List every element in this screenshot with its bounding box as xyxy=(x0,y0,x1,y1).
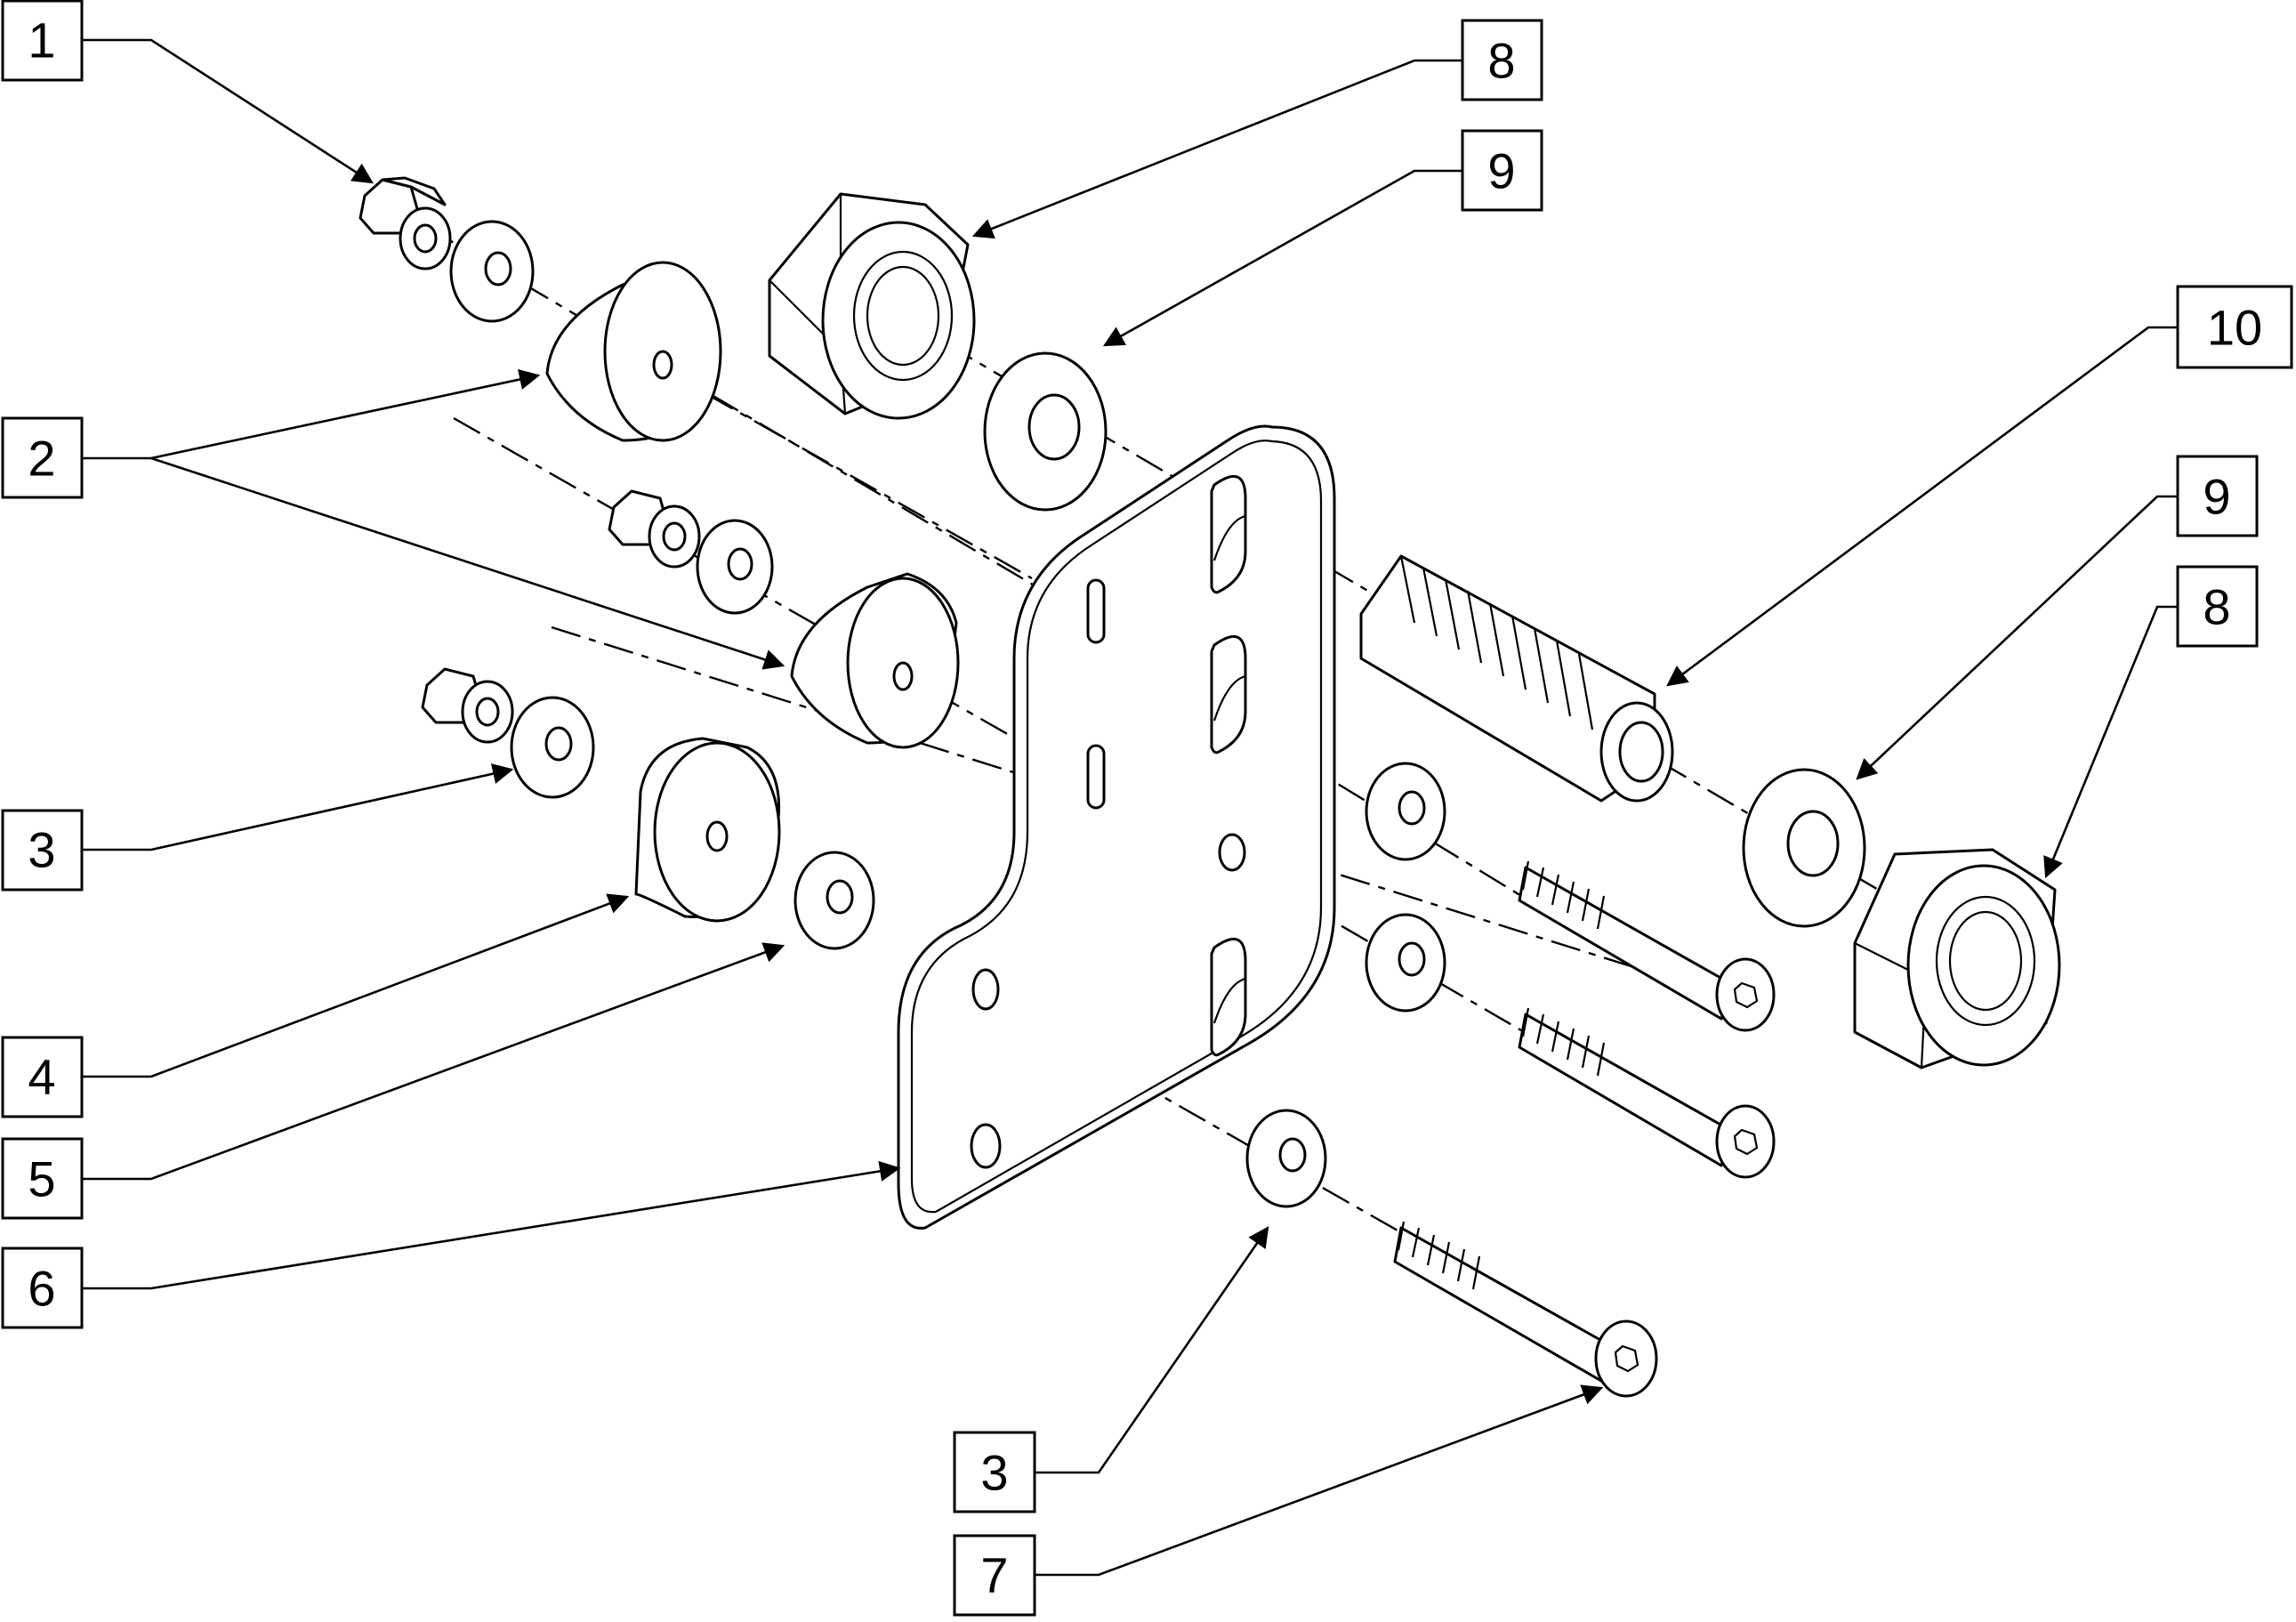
cam-spacer-1 xyxy=(545,261,722,442)
large-hex-nut-1 xyxy=(768,192,976,420)
callout-8-right-label: 8 xyxy=(2203,579,2230,635)
washer-small-1 xyxy=(449,220,535,323)
nylock-nut-3 xyxy=(421,667,514,744)
washer-small-5 xyxy=(1365,762,1446,861)
callout-10-label: 10 xyxy=(2207,300,2262,356)
button-head-bolt-1 xyxy=(1518,860,1776,1032)
callout-9-top-label: 9 xyxy=(1487,143,1515,199)
callout-6-label: 6 xyxy=(28,1261,55,1317)
callout-4: 4 xyxy=(1,1036,84,1118)
callout-1: 1 xyxy=(1,0,84,82)
callout-9-right: 9 xyxy=(2176,455,2259,537)
washer-small-3 xyxy=(510,696,595,799)
mounting-plate xyxy=(897,424,1336,1230)
washer-small-7 xyxy=(1245,1109,1327,1208)
callout-4-label: 4 xyxy=(28,1049,55,1105)
callout-1-label: 1 xyxy=(28,12,55,69)
callout-8-top-label: 8 xyxy=(1487,33,1515,89)
callout-5-label: 5 xyxy=(28,1151,55,1207)
callout-8-right: 8 xyxy=(2176,565,2259,648)
callout-8-top: 8 xyxy=(1461,19,1543,101)
large-washer-1 xyxy=(983,351,1108,512)
nylock-nut-2 xyxy=(608,489,701,569)
washer-small-6 xyxy=(1365,913,1446,1013)
leader-lines xyxy=(82,38,2178,1577)
threaded-rod xyxy=(1359,554,1674,803)
callout-7-label: 7 xyxy=(980,1547,1008,1603)
cam-spacer-3 xyxy=(634,737,781,923)
button-head-bolt-2 xyxy=(1518,1007,1776,1179)
callout-7: 7 xyxy=(953,1534,1036,1617)
callout-3-left-label: 3 xyxy=(28,822,55,878)
callout-6: 6 xyxy=(1,1247,84,1329)
callout-9-right-label: 9 xyxy=(2203,469,2230,525)
button-head-bolt-3 xyxy=(1393,1221,1658,1398)
washer-small-4 xyxy=(794,851,875,950)
callout-5: 5 xyxy=(1,1137,84,1220)
washer-small-2 xyxy=(696,519,774,615)
callout-10: 10 xyxy=(2176,285,2293,369)
callout-3-bottom-label: 3 xyxy=(980,1445,1008,1501)
large-hex-nut-2 xyxy=(1853,848,2061,1069)
callout-2: 2 xyxy=(1,416,84,499)
callout-3-left: 3 xyxy=(1,809,84,892)
callout-9-top: 9 xyxy=(1461,129,1543,212)
callout-3-bottom: 3 xyxy=(953,1431,1036,1513)
callout-2-label: 2 xyxy=(28,431,55,487)
cam-spacer-2 xyxy=(790,572,960,749)
nylock-nut-1 xyxy=(358,176,452,270)
large-washer-2 xyxy=(1742,768,1866,928)
